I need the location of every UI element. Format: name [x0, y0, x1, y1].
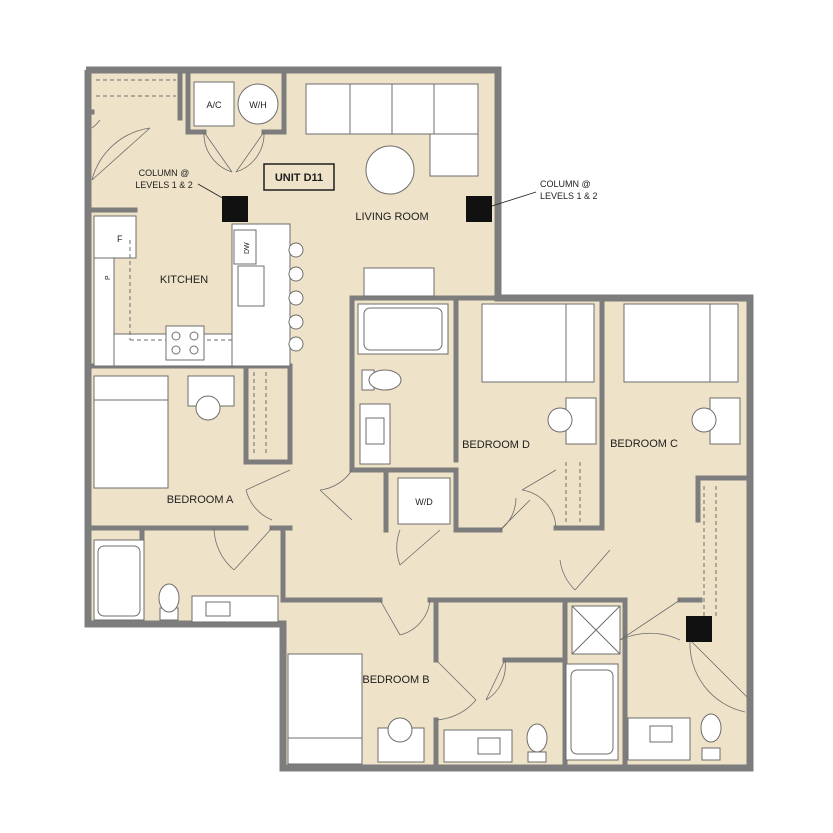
tv-console [363, 267, 435, 297]
bedroom-b-label: BEDROOM B [362, 674, 429, 686]
column-right [466, 196, 492, 222]
living-room-label: LIVING ROOM [355, 211, 428, 223]
column-note-left-line1: COLUMN @ [139, 168, 190, 178]
wh-label: W/H [249, 100, 267, 110]
column-note-left-line2: LEVELS 1 & 2 [135, 180, 193, 190]
column-note-right-line2: LEVELS 1 & 2 [540, 191, 598, 201]
ac-label: A/C [206, 100, 222, 110]
toilet-d [361, 369, 402, 391]
bed-a [93, 375, 169, 489]
bathtub-d [357, 303, 449, 355]
column-note-right-leader [491, 191, 537, 207]
shower [571, 605, 621, 655]
toilet-c [700, 713, 722, 761]
dw-label: DW [244, 242, 251, 254]
closet-shelving [96, 79, 717, 616]
desk-chair-a [187, 375, 235, 421]
kitchen-label: KITCHEN [160, 274, 208, 286]
column-bedroom-c [686, 616, 712, 642]
fridge-label: F [117, 234, 123, 244]
water-heater: W/H [237, 83, 279, 125]
sofa [305, 83, 479, 177]
toilet-b [526, 723, 548, 763]
bathtub-a [93, 539, 145, 621]
washer-dryer: W/D [397, 477, 451, 525]
ac-unit: A/C [193, 81, 235, 127]
vanity-b [443, 729, 513, 763]
bed-b [287, 653, 363, 765]
column-left [222, 196, 248, 222]
bedroom-a-label: BEDROOM A [167, 494, 234, 506]
column-note-left-leader [197, 183, 227, 201]
unit-label-box [263, 163, 335, 191]
door-swings [91, 119, 751, 721]
bedroom-c-label: BEDROOM C [610, 438, 678, 450]
unit-label: UNIT D11 [275, 172, 323, 184]
vanity-d [359, 403, 391, 465]
kitchen-sink [237, 265, 265, 307]
toilet-a [158, 583, 180, 621]
bar-stools [288, 242, 304, 352]
bed-d [481, 303, 595, 383]
bathtub-b [565, 663, 619, 761]
bedroom-d-label: BEDROOM D [462, 439, 530, 451]
desk-chair-c [691, 397, 741, 445]
dishwasher: DW [233, 229, 257, 265]
vanity-a [191, 595, 279, 623]
pantry-label: P [105, 275, 112, 280]
column-note-right-line1: COLUMN @ [540, 179, 591, 189]
range [165, 325, 205, 361]
vanity-c [627, 717, 691, 761]
desk-chair-b [377, 717, 425, 763]
wd-label: W/D [415, 497, 433, 507]
bed-c [623, 303, 739, 383]
desk-chair-d [547, 397, 597, 445]
exterior-walls [84, 66, 754, 772]
coffee-table [365, 145, 415, 195]
